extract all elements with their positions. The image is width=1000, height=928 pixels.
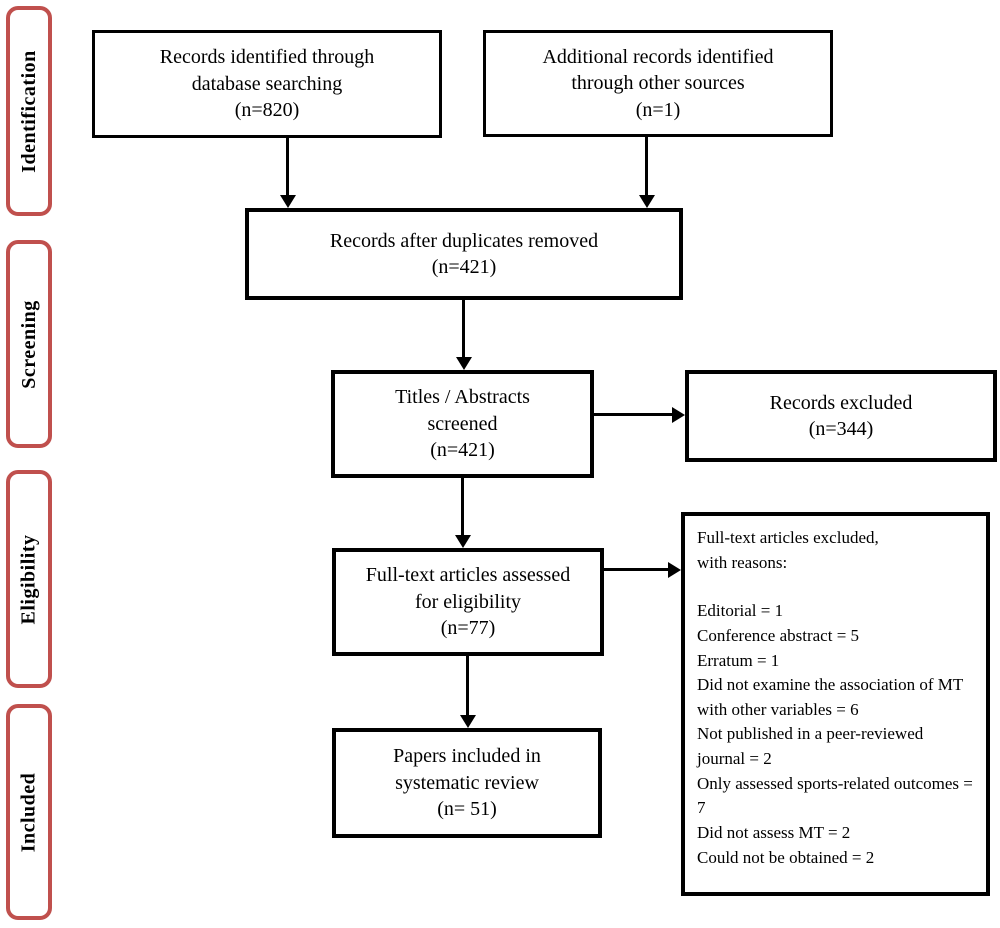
box-records-identified-line1: Records identified through	[159, 46, 375, 69]
box-fulltext-excluded: Full-text articles excluded, with reason…	[681, 512, 990, 896]
exclusion-reason-no-association: Did not examine the association of MT wi…	[697, 675, 963, 719]
stage-eligibility-label: Eligibility	[17, 534, 40, 624]
arrow-line-duplicates-to-screened	[462, 300, 465, 357]
exclusion-reason-sports-only: Only assessed sports-related outcomes = …	[697, 773, 973, 818]
stage-included-label: Included	[17, 772, 40, 852]
box-additional-records-count: (n=1)	[635, 98, 681, 121]
box-duplicates-removed-count: (n=421)	[431, 256, 497, 278]
box-records-identified-line2: database searching	[191, 72, 343, 95]
box-duplicates-removed-line1: Records after duplicates removed	[329, 229, 599, 252]
arrow-line-additional-to-duplicates	[645, 137, 648, 195]
arrowhead-identified-to-duplicates	[280, 195, 296, 208]
box-fulltext-excluded-header-line1: Full-text articles excluded,	[697, 528, 879, 547]
box-papers-included-line1: Papers included in	[393, 745, 541, 768]
arrow-line-screened-to-excluded	[594, 413, 672, 416]
arrowhead-fulltext-to-included	[460, 715, 476, 728]
arrowhead-fulltext-to-excluded	[668, 562, 681, 578]
box-records-excluded: Records excluded (n=344)	[685, 370, 997, 462]
box-titles-abstracts-count: (n=421)	[430, 439, 495, 462]
box-records-identified: Records identified through database sear…	[92, 30, 442, 138]
box-fulltext-assessed-count: (n=77)	[440, 617, 496, 640]
arrowhead-duplicates-to-screened	[456, 357, 472, 370]
box-additional-records-line2: through other sources	[571, 72, 745, 95]
box-records-excluded-line1: Records excluded	[769, 391, 913, 414]
arrowhead-screened-to-excluded	[672, 407, 685, 423]
stage-screening-label: Screening	[17, 299, 40, 389]
box-fulltext-assessed-line1: Full-text articles assessed	[365, 564, 571, 587]
box-titles-abstracts-screened: Titles / Abstracts screened (n=421)	[331, 370, 594, 478]
box-fulltext-excluded-header-line2: with reasons:	[697, 552, 788, 572]
box-additional-records: Additional records identified through ot…	[483, 30, 833, 137]
box-additional-records-line1: Additional records identified	[542, 45, 774, 68]
arrowhead-screened-to-fulltext	[455, 535, 471, 548]
stage-identification: Identification	[6, 6, 52, 216]
box-papers-included-count: (n= 51)	[437, 798, 497, 821]
stage-eligibility: Eligibility	[6, 470, 52, 688]
box-records-excluded-count: (n=344)	[808, 418, 874, 440]
stage-included: Included	[6, 704, 52, 920]
box-titles-abstracts-line2: screened	[427, 412, 498, 435]
box-fulltext-assessed-line2: for eligibility	[414, 590, 522, 613]
box-fulltext-assessed: Full-text articles assessed for eligibil…	[332, 548, 604, 656]
box-papers-included: Papers included in systematic review (n=…	[332, 728, 602, 838]
stage-identification-label: Identification	[17, 49, 40, 173]
exclusion-reason-erratum: Erratum = 1	[697, 650, 780, 670]
exclusion-reason-not-obtained: Could not be obtained = 2	[697, 847, 875, 867]
arrow-line-identified-to-duplicates	[286, 138, 289, 195]
exclusion-reason-conference-abstract: Conference abstract = 5	[697, 625, 860, 645]
box-papers-included-line2: systematic review	[395, 771, 539, 794]
arrow-line-fulltext-to-included	[466, 656, 469, 715]
stage-screening: Screening	[6, 240, 52, 448]
exclusion-reason-not-peer-reviewed: Not published in a peer-reviewed journal…	[697, 724, 924, 769]
box-records-identified-count: (n=820)	[234, 99, 300, 122]
box-titles-abstracts-line1: Titles / Abstracts	[395, 386, 530, 409]
arrow-line-screened-to-fulltext	[461, 478, 464, 535]
box-duplicates-removed: Records after duplicates removed (n=421)	[245, 208, 683, 300]
arrow-line-fulltext-to-excluded	[604, 568, 668, 571]
arrowhead-additional-to-duplicates	[639, 195, 655, 208]
exclusion-reason-no-mt: Did not assess MT = 2	[697, 823, 851, 843]
exclusion-reason-editorial: Editorial = 1	[697, 601, 784, 621]
